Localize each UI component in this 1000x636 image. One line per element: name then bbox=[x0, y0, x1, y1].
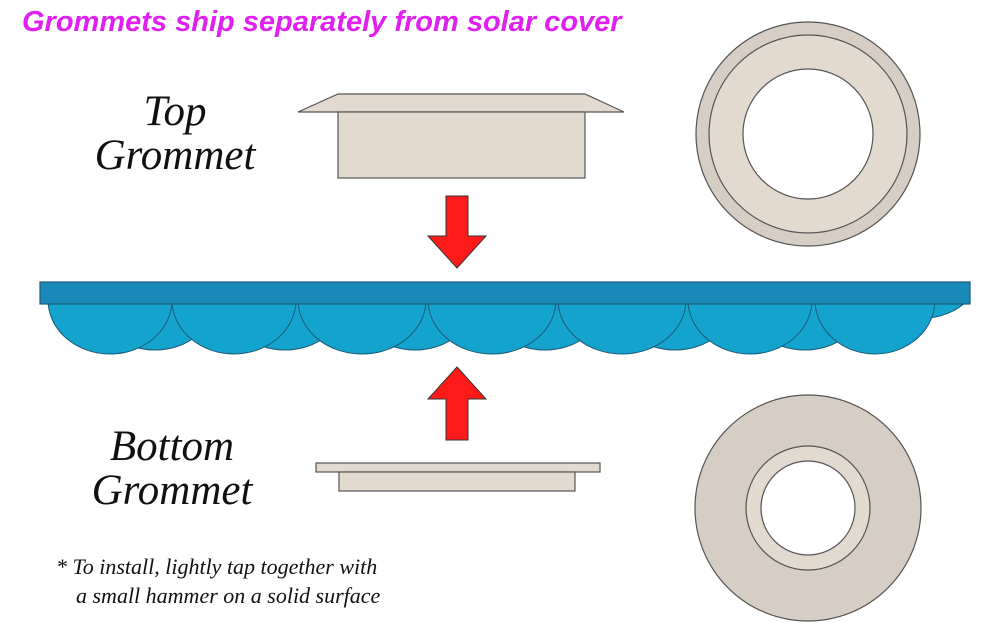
install-note: * To install, lightly tap together with … bbox=[56, 552, 380, 610]
top-grommet-label-line1: Top bbox=[143, 88, 207, 135]
bottom-grommet-label: Bottom Grommet bbox=[72, 425, 272, 513]
up-arrow-icon bbox=[426, 366, 488, 441]
top-grommet-ring-view bbox=[695, 21, 921, 247]
install-note-line1: * To install, lightly tap together with bbox=[56, 554, 378, 579]
headline: Grommets ship separately from solar cove… bbox=[22, 6, 622, 38]
bottom-grommet-label-line1: Bottom bbox=[109, 423, 235, 470]
bottom-grommet-side-view bbox=[315, 462, 601, 492]
top-grommet-side-view bbox=[297, 93, 625, 179]
top-grommet-label: Top Grommet bbox=[80, 90, 270, 178]
bottom-grommet-label-line2: Grommet bbox=[91, 467, 253, 514]
top-grommet-label-line2: Grommet bbox=[94, 132, 256, 179]
down-arrow-icon bbox=[426, 195, 488, 269]
install-note-line2: a small hammer on a solid surface bbox=[76, 583, 381, 608]
solar-cover-cross-section bbox=[39, 281, 971, 355]
bottom-grommet-ring-view bbox=[694, 394, 922, 622]
